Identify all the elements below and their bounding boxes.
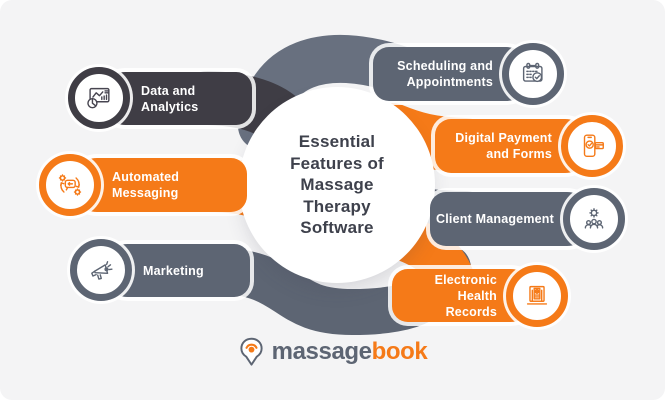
automated-messaging-badge xyxy=(39,154,101,216)
people-gear-icon xyxy=(584,208,604,229)
client-management-badge xyxy=(563,188,625,250)
feature-label: Client Management xyxy=(436,212,554,226)
analytics-chart-icon xyxy=(87,87,110,109)
feature-label: Automated Messaging xyxy=(112,170,180,200)
phone-payment-icon xyxy=(583,134,604,158)
logo-word-book: book xyxy=(371,337,428,365)
feature-pill-automated-messaging: Automated Messaging xyxy=(70,158,247,212)
massagebook-logo: massagebook xyxy=(0,336,665,367)
logo-word-massage: massage xyxy=(271,337,372,365)
map-pin-logo-icon xyxy=(240,337,263,366)
feature-pill-data-analytics: Data and Analytics xyxy=(99,72,252,125)
health-records-icon xyxy=(526,285,548,305)
feature-label: Digital Payment and Forms xyxy=(455,131,552,161)
scheduling-badge xyxy=(502,43,564,105)
ehr-badge xyxy=(506,265,568,327)
feature-label: Electronic Health Records xyxy=(434,272,497,319)
chat-gears-icon xyxy=(58,174,82,196)
digital-payment-badge xyxy=(561,115,623,177)
logo-wordmark: massagebook xyxy=(272,338,428,366)
calendar-check-icon xyxy=(522,62,543,83)
data-analytics-badge xyxy=(68,67,130,129)
center-topic-circle: Essential Features of Massage Therapy So… xyxy=(245,93,429,277)
feature-label: Data and Analytics xyxy=(141,83,199,114)
marketing-badge xyxy=(70,239,132,301)
feature-label: Scheduling and Appointments xyxy=(397,59,493,89)
megaphone-icon xyxy=(91,261,113,280)
feature-label: Marketing xyxy=(143,263,204,278)
infographic-title: Essential Features of Massage Therapy So… xyxy=(290,132,384,238)
